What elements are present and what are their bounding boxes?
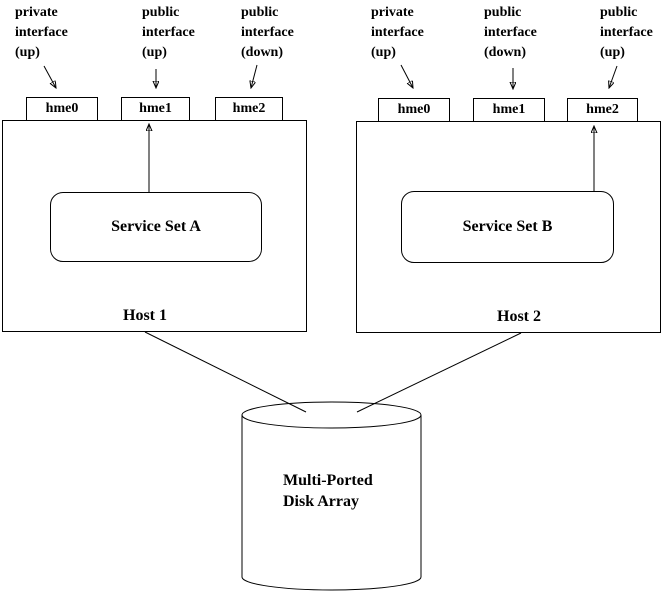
host1-label: Host 1 — [123, 307, 167, 324]
service-set-label: Service Set B — [462, 218, 553, 235]
annotation-arrow-host2-hme2 — [609, 65, 618, 88]
interface-annotation-host1-hme1: public interface (up) — [142, 5, 195, 60]
interface-box-host1-hme2: hme2 — [215, 97, 283, 121]
service-set-label: Service Set A — [111, 218, 201, 235]
cylinder-top — [241, 401, 422, 429]
host2-to-disk-line — [356, 332, 522, 413]
annotation-arrow-host1-hme2 — [251, 64, 258, 88]
service-set-b-box: Service Set B — [401, 191, 614, 263]
interface-annotation-host1-hme2: public interface (down) — [241, 5, 294, 60]
interface-label: hme0 — [397, 102, 431, 117]
interface-label: hme2 — [232, 101, 266, 116]
interface-box-host2-hme2: hme2 — [567, 98, 638, 122]
interface-annotation-host1-hme0: private interface (up) — [15, 5, 68, 60]
interface-box-host2-hme0: hme0 — [378, 98, 450, 122]
interface-annotation-host2-hme1: public interface (down) — [484, 5, 537, 60]
host2-label: Host 2 — [497, 308, 541, 325]
interface-label: hme1 — [139, 101, 172, 116]
interface-annotation-host2-hme2: public interface (up) — [600, 5, 653, 60]
interface-box-host1-hme1: hme1 — [121, 97, 190, 121]
interface-label: hme2 — [586, 102, 619, 117]
interface-box-host1-hme0: hme0 — [26, 97, 98, 121]
interface-label: hme1 — [492, 102, 526, 117]
cylinder-bottom — [241, 576, 422, 591]
service-set-a-box: Service Set A — [50, 192, 262, 262]
annotation-arrow-host1-hme0 — [43, 65, 56, 88]
disk-array-label: Multi-Ported Disk Array — [283, 472, 373, 510]
interface-box-host2-hme1: hme1 — [473, 98, 545, 122]
host1-to-disk-line — [144, 331, 307, 413]
interface-label: hme0 — [45, 101, 79, 116]
annotation-arrow-host2-hme0 — [400, 64, 413, 88]
interface-annotation-host2-hme0: private interface (up) — [371, 5, 424, 60]
